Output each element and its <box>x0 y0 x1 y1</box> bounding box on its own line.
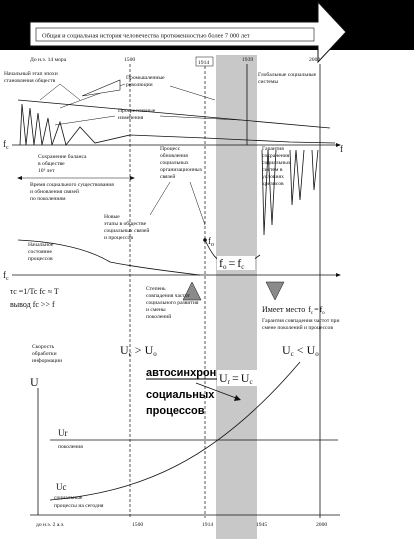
uc-note-2: процессы на сегодня <box>54 503 104 509</box>
time-bracket-right <box>130 176 135 180</box>
upper-axis-end: f <box>340 144 343 154</box>
top-year-start: До н.э. 14 мора <box>30 57 67 63</box>
label-speed-2: обработки <box>32 350 57 357</box>
bottom-year-2000: 2000 <box>316 522 327 528</box>
formula-ur-eq-uc: Ur=Uc <box>219 371 253 386</box>
label-industrial-2: революции <box>126 82 153 88</box>
ur-note: поколения <box>58 444 83 450</box>
uc-label: Uc <box>56 482 67 492</box>
marker-up <box>182 281 202 301</box>
label-degree-1: Степень <box>146 286 166 292</box>
label-new-4: и процессов <box>104 235 133 241</box>
formula-uc-lt-uo: Uc<Uo <box>282 343 319 358</box>
lower-axis-arrow <box>336 273 341 277</box>
formula-fo-eq-fc: fo=fc <box>219 256 244 271</box>
label-speed-3: информации <box>32 357 62 364</box>
label-degree-3: социального развития <box>146 300 199 306</box>
ur-label: Ur <box>58 428 68 438</box>
label-renewal-1: Процесс <box>160 146 181 152</box>
label-new-1: Новые <box>104 214 120 220</box>
upper-axis-arrow <box>336 143 341 147</box>
label-coincide-2: смене поколений и процессов <box>262 324 333 331</box>
bottom-year-1914: 1914 <box>202 522 213 528</box>
label-selforg-1: Глобальные социальные <box>258 71 317 78</box>
banner-box <box>35 27 315 42</box>
symbol-f-o: fo <box>208 236 214 248</box>
emphasis-line-3: процессов <box>146 405 205 417</box>
label-guarantee-4: систем в <box>262 167 283 173</box>
trend-curve <box>17 99 331 129</box>
label-renewal-5: связей <box>160 173 175 180</box>
time-bracket-left <box>17 176 22 180</box>
top-year-1914: 1914 <box>198 60 209 66</box>
year-1914-box <box>195 56 214 67</box>
label-degree-4: и смены <box>146 307 166 313</box>
label-time-1: Время социального существования <box>30 182 114 188</box>
renewal-pointers <box>149 181 206 226</box>
label-degree-5: поколений <box>146 313 171 320</box>
big-pointer <box>81 79 121 97</box>
lower-axis-f: fc <box>3 270 9 282</box>
bottom-year-1500: 1500 <box>132 522 143 528</box>
right-oscillations <box>261 149 319 236</box>
label-initial-3: процессов <box>28 256 53 262</box>
label-balance-1: Сохранение баланса <box>38 153 87 160</box>
label-time-2: и обновления связей <box>30 188 79 195</box>
label-renewal-2: обновления <box>160 152 188 159</box>
ur-uc-box <box>217 370 257 386</box>
sync-point <box>203 238 207 242</box>
crisis-band <box>216 55 257 539</box>
label-guarantee-6: кризисов <box>262 181 284 187</box>
label-progress-2: изменения <box>118 115 144 121</box>
label-initial-2: состояние <box>28 249 53 255</box>
top-year-1939: 1939 <box>242 57 253 63</box>
label-guarantee-1: Гарантия <box>262 146 284 152</box>
upper-axis-f: fc <box>3 139 9 151</box>
formula-conclusion: вывод fc >> f <box>10 300 55 309</box>
label-coincide-1: Гарантия совпадения частот при <box>262 318 339 324</box>
emphasis-pointer-head <box>234 395 241 401</box>
banner-text: Общая и социальная история человечества … <box>42 33 250 40</box>
label-speed-1: Скорость <box>32 344 55 350</box>
top-year-1500: 1500 <box>124 57 135 63</box>
label-balance-2: в обществе <box>38 160 65 167</box>
formula-tau: τc =1/Tc fc ≈ T <box>10 287 59 296</box>
label-guarantee-5: условиях <box>262 174 284 180</box>
label-degree-2: совпадения частот <box>146 293 191 299</box>
drawing-area <box>0 50 414 539</box>
label-balance-3: 10³ лет <box>38 168 55 174</box>
fo-fc-box <box>217 256 255 270</box>
label-initial-1: Начальное <box>28 242 54 248</box>
label-time-3: по поколениям <box>30 196 66 202</box>
bottom-year-1945: 1945 <box>256 522 267 528</box>
uc-curve <box>49 361 301 501</box>
top-year-2000: 2000 <box>309 57 320 63</box>
label-guarantee-3: социальных <box>262 160 291 166</box>
uc-note-1: социальные <box>54 495 83 501</box>
label-industrial-1: Промышленные <box>126 75 165 81</box>
formula-uc-gt-uo: Uc>Uo <box>120 343 157 358</box>
label-new-2: этапы в обществе <box>104 220 147 227</box>
bottom-year-start: до н.э. 2 а.э. <box>36 522 65 528</box>
decay-curve <box>17 239 201 276</box>
u-axis-label: U <box>30 375 39 389</box>
label-renewal-4: организационных <box>160 167 203 173</box>
pointer-lines <box>39 83 241 126</box>
label-guarantee-2: сохранения <box>262 153 290 159</box>
label-renewal-3: социальных <box>160 160 189 166</box>
emphasis-pointer <box>195 382 237 399</box>
oscillation-curve <box>19 103 336 146</box>
label-selforg-2: системы <box>258 79 278 85</box>
label-early-1: Начальный этап эпохи <box>4 70 58 77</box>
label-new-3: социальных связей <box>104 227 149 234</box>
label-early-2: становления обществ <box>4 77 56 84</box>
emphasis-line-2: социальных <box>146 389 215 401</box>
marker-down <box>265 281 285 301</box>
